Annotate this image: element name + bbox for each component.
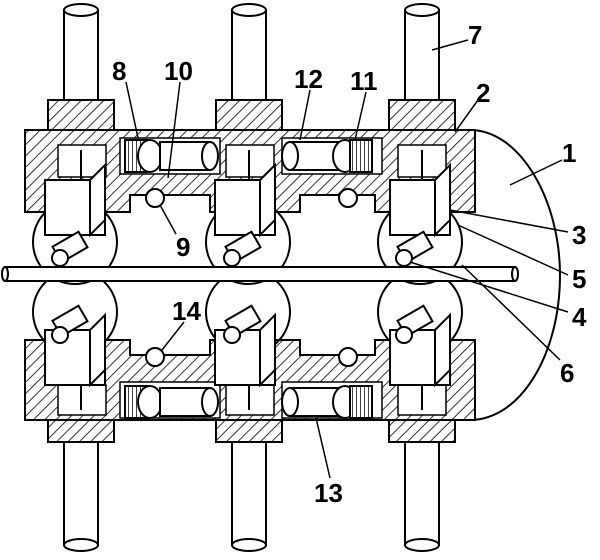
bearing-9 xyxy=(145,188,165,208)
callout-12: 12 xyxy=(294,64,323,94)
collar-top-left xyxy=(47,99,115,131)
block-lower-left-bevel xyxy=(89,312,106,388)
callout-4: 4 xyxy=(572,302,587,332)
leader-14 xyxy=(161,321,185,351)
block-lower-right-bevel xyxy=(434,312,451,388)
bearings xyxy=(145,188,358,367)
bottom-shaft-left-end xyxy=(63,538,99,552)
leader-lines xyxy=(125,39,569,479)
cylinder-12-end xyxy=(281,141,299,171)
axle-upper-middle-tip xyxy=(223,249,241,267)
callout-5: 5 xyxy=(572,264,586,294)
axle-upper-left-tip xyxy=(51,249,69,267)
axle-lower-middle-tip xyxy=(223,326,241,344)
gear-knurl-11 xyxy=(349,139,373,173)
bottom-shaft-middle-end xyxy=(231,538,267,552)
gear-8-face xyxy=(137,139,163,173)
leader-1 xyxy=(509,159,563,186)
rod-right-end xyxy=(511,266,519,282)
bottom-shaft-right-end xyxy=(404,538,440,552)
callout-10: 10 xyxy=(164,56,193,86)
axle-lower-right-tip xyxy=(395,326,413,344)
collar-bottom-left xyxy=(47,419,115,443)
block-upper-right-bevel xyxy=(434,162,451,238)
leader-5 xyxy=(457,224,569,276)
callout-7: 7 xyxy=(468,20,482,50)
block-lower-middle-bevel xyxy=(259,312,276,388)
collar-top-middle xyxy=(215,99,283,131)
bearing-14 xyxy=(145,347,165,367)
bearing-lower-right xyxy=(338,347,358,367)
collar-top-right xyxy=(388,99,456,131)
leader-8 xyxy=(125,81,139,139)
leader-4 xyxy=(409,261,569,313)
cylinder-lower-left-end xyxy=(201,387,219,417)
lower-gear-train xyxy=(124,385,373,419)
callout-labels: 1 2 3 4 5 6 7 8 9 10 11 12 13 14 xyxy=(112,20,587,508)
shaft-collars xyxy=(47,99,456,443)
top-shaft-right-end xyxy=(404,3,440,17)
top-shaft-left-end xyxy=(63,3,99,17)
outer-body-part-1 xyxy=(469,129,562,421)
callout-9: 9 xyxy=(176,232,190,262)
gear-lower-left-face xyxy=(137,385,163,419)
axle-upper-right-tip xyxy=(395,249,413,267)
upper-gear-train xyxy=(124,139,373,173)
rod-left-end xyxy=(1,266,9,282)
leader-7 xyxy=(431,39,469,51)
callout-1: 1 xyxy=(562,138,576,168)
upper-axles xyxy=(51,230,434,267)
gear-knurl-lower-right xyxy=(349,385,373,419)
leader-10 xyxy=(167,81,181,179)
leader-3 xyxy=(449,209,569,233)
block-upper-left-bevel xyxy=(89,162,106,238)
callout-13: 13 xyxy=(314,478,343,508)
callout-14: 14 xyxy=(172,296,201,326)
collar-bottom-right xyxy=(388,419,456,443)
callout-2: 2 xyxy=(476,78,490,108)
leader-11 xyxy=(354,91,367,141)
block-upper-middle-bevel xyxy=(259,162,276,238)
axle-lower-left-tip xyxy=(51,326,69,344)
leader-2 xyxy=(454,99,479,133)
collar-bottom-middle xyxy=(215,419,283,443)
rod-body xyxy=(4,266,516,282)
lower-axles xyxy=(51,304,434,344)
callout-6: 6 xyxy=(560,358,574,388)
leader-9 xyxy=(159,204,177,235)
upper-blocks xyxy=(44,150,451,238)
cylinder-10-end xyxy=(201,141,219,171)
callout-11: 11 xyxy=(350,66,378,96)
leader-12 xyxy=(299,89,311,141)
cylinder-13-end xyxy=(281,387,299,417)
leader-13 xyxy=(315,417,331,479)
top-shaft-middle-end xyxy=(231,3,267,17)
leader-6 xyxy=(461,264,561,361)
callout-8: 8 xyxy=(112,56,126,86)
central-rod xyxy=(1,266,519,282)
callout-3: 3 xyxy=(572,220,586,250)
bearing-upper-right xyxy=(338,188,358,208)
